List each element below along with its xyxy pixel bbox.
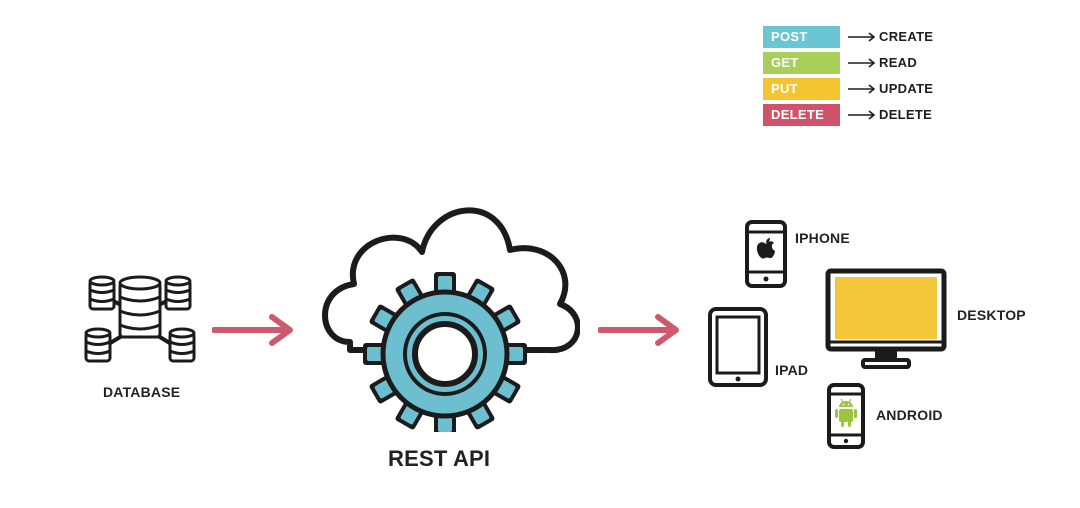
- method-badge-delete: DELETE: [763, 104, 840, 126]
- flow-arrow-icon: [598, 314, 679, 346]
- desktop-label: DESKTOP: [957, 307, 1026, 323]
- iphone-label: IPHONE: [795, 230, 850, 246]
- android-label: ANDROID: [876, 407, 943, 423]
- desktop-monitor-icon: [825, 268, 947, 369]
- legend-row-delete: DELETE DELETE: [763, 104, 963, 126]
- arrow-right-icon: [848, 84, 876, 94]
- cloud-gear-icon: [322, 207, 580, 432]
- method-badge-post: POST: [763, 26, 840, 48]
- android-phone-icon: [827, 383, 865, 449]
- flow-arrow-icon: [212, 314, 293, 346]
- legend-row-put: PUT UPDATE: [763, 78, 963, 100]
- method-badge-get: GET: [763, 52, 840, 74]
- arrow-right-icon: [848, 32, 876, 42]
- ipad-label: IPAD: [775, 362, 809, 378]
- legend-row-post: POST CREATE: [763, 26, 963, 48]
- arrow-right-icon: [848, 58, 876, 68]
- action-label-delete: DELETE: [879, 107, 933, 122]
- method-badge-put: PUT: [763, 78, 840, 100]
- ipad-icon: [708, 307, 768, 387]
- legend-row-get: GET READ: [763, 52, 963, 74]
- arrow-right-icon: [848, 110, 876, 120]
- rest-api-label: REST API: [388, 446, 491, 471]
- action-label-read: READ: [879, 55, 918, 70]
- database-label: DATABASE: [103, 384, 181, 400]
- action-label-update: UPDATE: [879, 81, 934, 96]
- database-icon: [84, 275, 196, 363]
- iphone-icon: [745, 220, 787, 288]
- action-label-create: CREATE: [879, 29, 934, 44]
